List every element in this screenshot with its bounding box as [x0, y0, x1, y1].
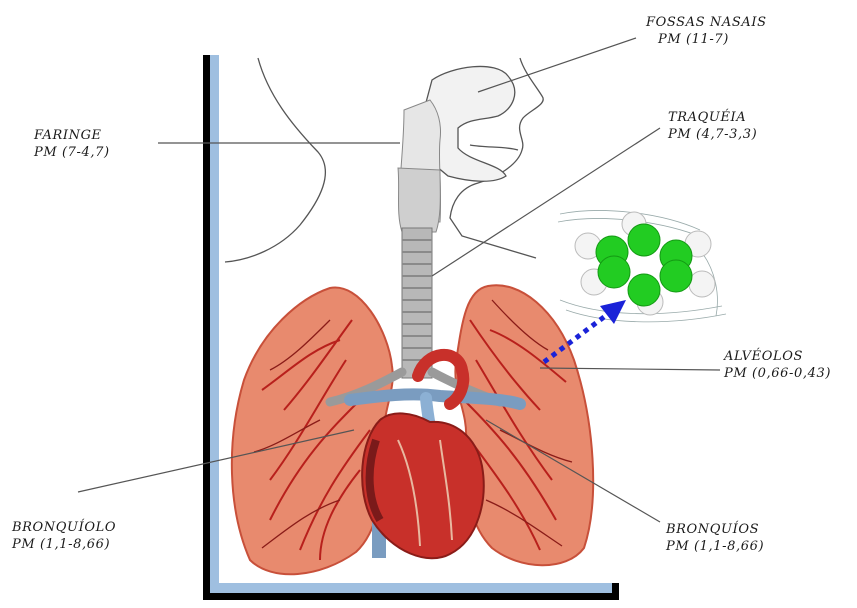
- head-back-line: [225, 58, 325, 262]
- label-fossas-nasais: FOSSAS NASAIS PM (11-7): [646, 14, 767, 48]
- frame-left-blue: [210, 55, 219, 593]
- label-fossas-nasais-name: FOSSAS NASAIS: [646, 14, 767, 31]
- label-faringe-pm: PM (7-4,7): [34, 144, 110, 161]
- mouth-line: [470, 145, 518, 150]
- left-lung: [232, 287, 393, 574]
- label-bronquios-name: BRONQUÍOS: [666, 521, 764, 538]
- label-bronquios: BRONQUÍOS PM (1,1-8,66): [666, 521, 764, 555]
- label-alveolos: ALVÉOLOS PM (0,66-0,43): [724, 348, 831, 382]
- frame-bottom-blue: [210, 583, 615, 593]
- label-traqueia: TRAQUÉIA PM (4,7-3,3): [668, 109, 757, 143]
- leader-fossas-nasais: [478, 38, 636, 92]
- label-faringe-name: FARINGE: [34, 127, 110, 144]
- label-bronquiolo-name: BRONQUÍOLO: [12, 519, 116, 536]
- label-fossas-nasais-pm: PM (11-7): [646, 31, 767, 48]
- label-alveolos-name: ALVÉOLOS: [724, 348, 831, 365]
- label-traqueia-name: TRAQUÉIA: [668, 109, 757, 126]
- label-faringe: FARINGE PM (7-4,7): [34, 127, 110, 161]
- carbon-atoms: [596, 224, 692, 306]
- frame-left-black: [203, 55, 210, 600]
- label-bronquiolo-pm: PM (1,1-8,66): [12, 536, 116, 553]
- label-bronquiolo: BRONQUÍOLO PM (1,1-8,66): [12, 519, 116, 553]
- label-alveolos-pm: PM (0,66-0,43): [724, 365, 831, 382]
- label-bronquios-pm: PM (1,1-8,66): [666, 538, 764, 555]
- label-traqueia-pm: PM (4,7-3,3): [668, 126, 757, 143]
- benzene-molecule: [558, 211, 726, 322]
- frame-bottom-black: [203, 593, 619, 600]
- frame-bottom-end: [612, 583, 619, 593]
- head-outline: [225, 58, 543, 262]
- larynx: [398, 168, 440, 232]
